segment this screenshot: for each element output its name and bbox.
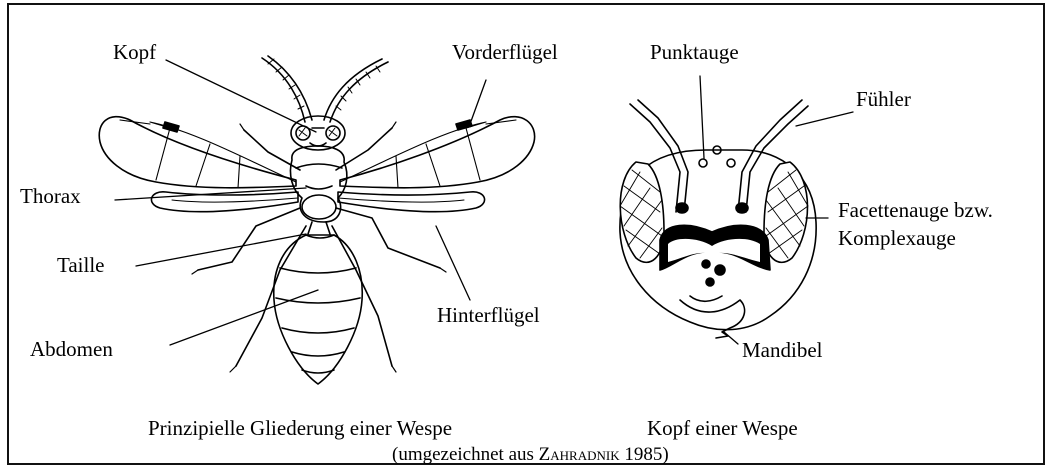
- label-punktauge: Punktauge: [650, 42, 739, 63]
- label-thorax: Thorax: [20, 186, 81, 207]
- wasp-forewing-left: [99, 117, 296, 188]
- label-vorderfluegel: Vorderflügel: [452, 42, 558, 63]
- wasp-antenna-left: [262, 56, 312, 122]
- label-facettenauge-line1: Facettenauge bzw.: [838, 200, 993, 221]
- wasp-head-drawing: [620, 100, 816, 338]
- source-citation: (umgezeichnet aus Zahradnik 1985): [392, 445, 669, 464]
- source-author: Zahradnik: [539, 444, 620, 465]
- label-hinterfluegel: Hinterflügel: [437, 305, 540, 326]
- compound-eye-left: [620, 162, 664, 262]
- label-kopf: Kopf: [113, 42, 156, 63]
- wasp-antenna-right: [324, 59, 388, 122]
- label-facettenauge-line2: Komplexauge: [838, 228, 956, 249]
- caption-left: Prinzipielle Gliederung einer Wespe: [148, 418, 452, 439]
- ocellus: [699, 159, 707, 167]
- caption-right: Kopf einer Wespe: [647, 418, 798, 439]
- label-fuehler: Fühler: [856, 89, 911, 110]
- wasp-head: [291, 116, 345, 150]
- wasp-thorax: [290, 146, 346, 222]
- source-prefix: (umgezeichnet aus: [392, 444, 539, 465]
- wasp-body-drawing: [99, 56, 534, 384]
- compound-eye-right: [764, 162, 808, 262]
- label-abdomen: Abdomen: [30, 339, 113, 360]
- source-suffix: 1985): [620, 444, 669, 465]
- label-taille: Taille: [57, 255, 105, 276]
- label-mandibel: Mandibel: [742, 340, 822, 361]
- mandible: [680, 296, 745, 338]
